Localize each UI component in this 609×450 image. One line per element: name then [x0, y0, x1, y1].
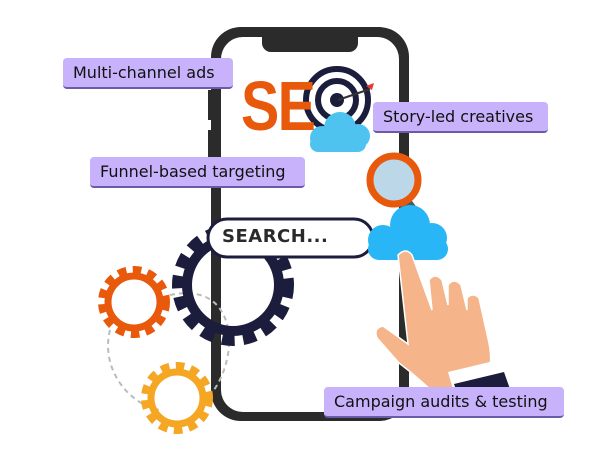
- yellow-gear-icon: [141, 362, 213, 434]
- seo-logo-text: SE: [241, 67, 316, 145]
- label-story-led-creatives: Story-led creatives: [373, 102, 548, 133]
- label-multi-channel-ads: Multi-channel ads: [63, 58, 233, 89]
- cloud-icon: [310, 112, 370, 152]
- label-funnel-based-targeting: Funnel-based targeting: [90, 157, 305, 188]
- orange-gear-icon: [98, 266, 170, 338]
- cloud-icon: [368, 205, 448, 260]
- label-campaign-audits: Campaign audits & testing: [324, 387, 564, 418]
- search-placeholder: SEARCH...: [222, 226, 329, 247]
